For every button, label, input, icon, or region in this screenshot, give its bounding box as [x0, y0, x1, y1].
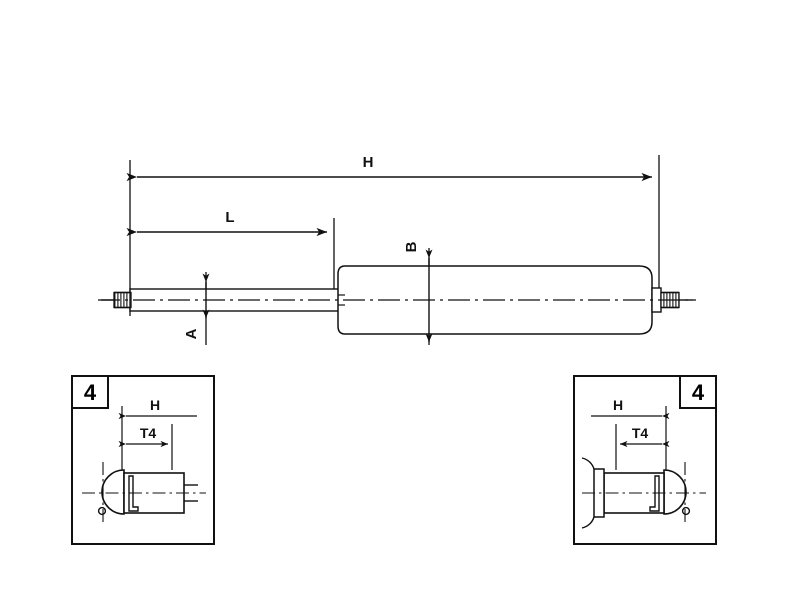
detail-right-badge-label: 4	[692, 380, 705, 405]
dimension-label-b: B	[403, 241, 420, 252]
dimension-label-l: L	[225, 209, 234, 226]
dimension-label-a: A	[183, 328, 200, 339]
detail-left-badge: 4	[71, 375, 109, 409]
detail-right-dimension-h: H	[591, 397, 670, 420]
dimension-b: B	[403, 241, 433, 342]
detail-right-arc-upper	[581, 457, 595, 470]
detail-left-badge-label: 4	[84, 380, 97, 405]
detail-left-socket-nipple	[97, 506, 107, 516]
detail-right-fitting	[581, 457, 691, 529]
dimension-a: A	[183, 273, 210, 339]
detail-right-arc-lower	[581, 516, 595, 529]
dimension-l: L	[126, 209, 327, 237]
detail-left-badge-box	[71, 375, 109, 409]
detail-left-fitting	[97, 469, 198, 516]
detail-left-clip	[128, 475, 139, 512]
dimension-h: H	[126, 154, 652, 182]
dimension-label-h: H	[363, 154, 374, 171]
main-view-group: H L	[98, 154, 696, 345]
detail-right-dimension-label-t4: T4	[632, 425, 649, 441]
detail-left-dimension-h: H	[118, 397, 197, 420]
detail-right-dimension-t4: T4	[620, 425, 670, 448]
detail-left-dimension-t4: T4	[118, 425, 168, 448]
detail-right-badge-box	[679, 375, 717, 409]
detail-left-socket	[101, 469, 125, 515]
detail-right-dimension-label-h: H	[613, 397, 623, 413]
detail-right-clip	[649, 475, 660, 512]
detail-view-right: 4 H T4	[573, 375, 717, 545]
detail-right-badge: 4	[679, 375, 717, 409]
detail-right-socket	[663, 469, 687, 515]
detail-left-dimension-label-t4: T4	[140, 425, 157, 441]
detail-view-left: 4 H T4	[71, 375, 215, 545]
detail-left-dimension-label-h: H	[150, 397, 160, 413]
detail-right-socket-nipple	[681, 506, 691, 516]
